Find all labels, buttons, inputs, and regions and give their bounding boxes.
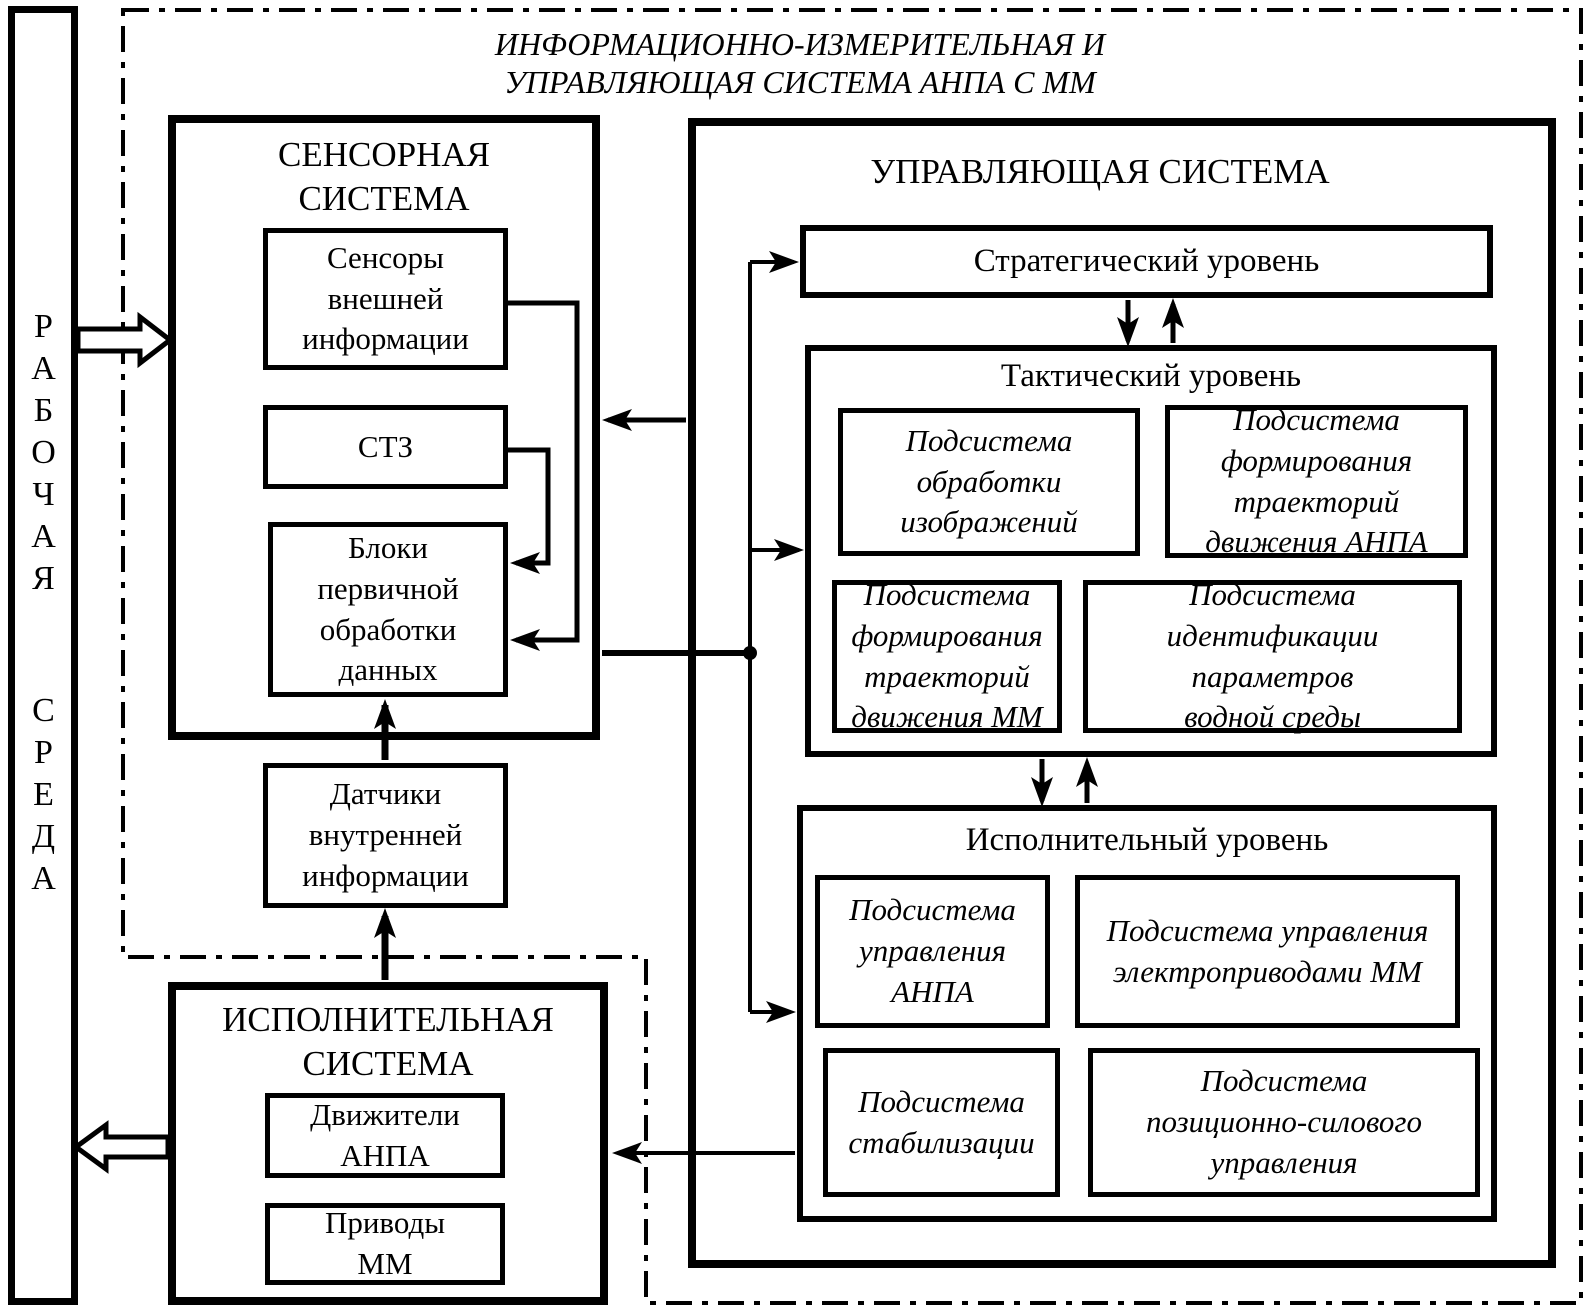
- stabilization-box: Подсистема стабилизации: [823, 1048, 1060, 1197]
- mm-trajectory-label: Подсистема формирования траекторий движе…: [851, 576, 1043, 735]
- position-force-box: Подсистема позиционно-силового управлени…: [1088, 1048, 1480, 1197]
- main-title-line1: ИНФОРМАЦИОННО-ИЗМЕРИТЕЛЬНАЯ И: [494, 26, 1106, 62]
- primary-processing-box: Блоки первичной обработки данных: [268, 522, 508, 697]
- primary-processing-label: Блоки первичной обработки данных: [317, 529, 459, 688]
- tactical-level-title: Тактический уровень: [1000, 358, 1302, 394]
- auv-trajectory-box: Подсистема формирования траекторий движе…: [1165, 402, 1468, 559]
- mm-drive-control-label: Подсистема управления электроприводами М…: [1106, 912, 1429, 989]
- mm-drive-control-box: Подсистема управления электроприводами М…: [1075, 875, 1460, 1028]
- image-processing-box: Подсистема обработки изображений: [838, 408, 1140, 556]
- strategic-level-box: Стратегический уровень: [800, 225, 1493, 298]
- auv-thrusters-box: Движители АНПА: [265, 1093, 505, 1178]
- external-sensors-label: Сенсоры внешней информации: [302, 239, 469, 357]
- water-identification-box: Подсистема идентификации параметров водн…: [1083, 577, 1462, 734]
- sensor-system-title: СЕНСОРНАЯ СИСТЕМА: [278, 135, 490, 218]
- stz-box: СТЗ: [263, 405, 508, 489]
- env-to-sensor-arrow-icon: [75, 311, 175, 369]
- position-force-label: Подсистема позиционно-силового управлени…: [1145, 1063, 1423, 1180]
- auv-thrusters-label: Движители АНПА: [310, 1096, 460, 1173]
- work-environment-word1: РАБОЧАЯ: [8, 308, 78, 602]
- executive-to-env-arrow-icon: [71, 1120, 171, 1174]
- work-environment-word2-text: СРЕДА: [25, 692, 62, 902]
- control-system-title: УПРАВЛЯЮЩАЯ СИСТЕМА: [870, 152, 1330, 191]
- arrowhead-icon: [612, 1142, 642, 1164]
- arrowhead-icon: [374, 908, 396, 938]
- internal-sensors-box: Датчики внутренней информации: [263, 763, 508, 908]
- water-identification-label: Подсистема идентификации параметров водн…: [1166, 576, 1379, 735]
- image-processing-label: Подсистема обработки изображений: [900, 422, 1078, 540]
- auv-trajectory-label: Подсистема формирования траекторий движе…: [1205, 401, 1428, 560]
- executive-level-title: Исполнительный уровень: [965, 822, 1329, 858]
- external-sensors-box: Сенсоры внешней информации: [263, 228, 508, 370]
- mm-drives-label: Приводы ММ: [324, 1205, 446, 1281]
- arrowhead-icon: [602, 409, 632, 431]
- stabilization-label: Подсистема стабилизации: [848, 1083, 1035, 1160]
- stz-label: СТЗ: [357, 428, 414, 464]
- strategic-level-label: Стратегический уровень: [973, 242, 1320, 279]
- auv-control-box: Подсистема управления АНПА: [815, 875, 1050, 1028]
- auv-control-label: Подсистема управления АНПА: [849, 892, 1016, 1009]
- work-environment-word2: СРЕДА: [8, 692, 78, 902]
- internal-sensors-label: Датчики внутренней информации: [302, 776, 469, 893]
- mm-drives-box: Приводы ММ: [265, 1203, 505, 1285]
- main-title-line2: УПРАВЛЯЮЩАЯ СИСТЕМА АНПА С ММ: [504, 64, 1096, 100]
- work-environment-bar: [8, 6, 78, 1305]
- executive-system-title: ИСПОЛНИТЕЛЬНАЯ СИСТЕМА: [222, 1000, 554, 1083]
- work-environment-word1-text: РАБОЧАЯ: [25, 308, 62, 602]
- mm-trajectory-box: Подсистема формирования траекторий движе…: [832, 577, 1062, 734]
